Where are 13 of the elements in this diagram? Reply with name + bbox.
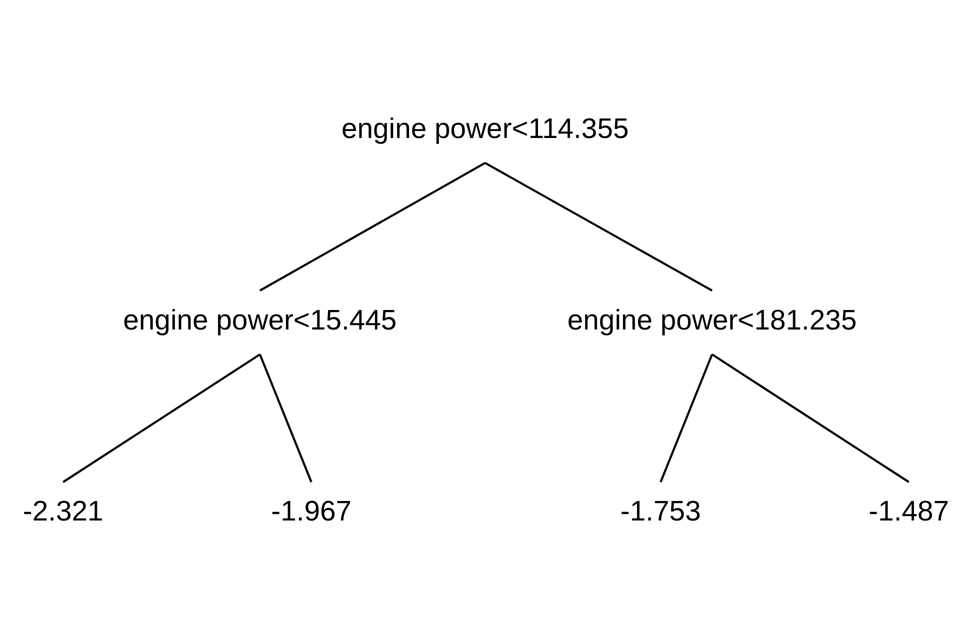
node-text: -2.321	[22, 495, 104, 528]
connector	[259, 162, 486, 292]
connector	[484, 162, 713, 292]
node-text: engine power<114.355	[341, 112, 629, 144]
connector	[258, 354, 312, 482]
connector	[711, 353, 910, 482]
node-text: engine power<181.235	[567, 304, 857, 336]
connector	[660, 354, 714, 482]
node-text: -1.967	[271, 495, 352, 528]
connector	[62, 353, 261, 482]
node-text: -1.487	[868, 495, 950, 528]
node-text: engine power<15.445	[123, 304, 397, 336]
node-text: -1.753	[620, 495, 701, 528]
